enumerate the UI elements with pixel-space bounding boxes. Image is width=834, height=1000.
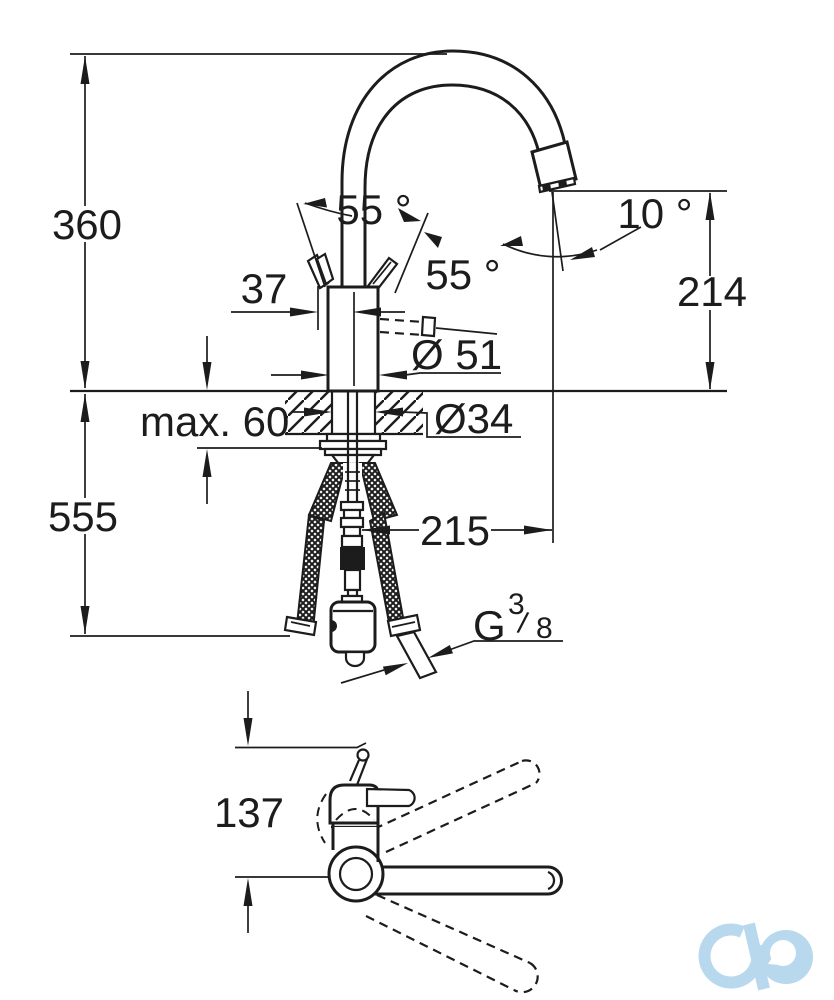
handle-dashed-end <box>420 315 437 338</box>
dim-55-right: 55 ° <box>394 212 501 298</box>
spout-swivel-lower-1 <box>376 893 531 965</box>
handle-stub-right <box>366 256 399 292</box>
dim-label-137: 137 <box>214 789 284 836</box>
aerator-right <box>558 179 567 187</box>
dim-label-215: 215 <box>420 507 490 554</box>
hose-skirt-left <box>307 462 348 523</box>
spout-plan-cap <box>547 865 563 896</box>
spout-arc-inner <box>363 83 541 189</box>
dim-label-37: 37 <box>241 265 288 312</box>
dim-10: 10 ° <box>500 190 727 543</box>
dim-thread: G 3 / 8 <box>340 588 563 684</box>
spout-swivel-lower-2 <box>365 915 515 991</box>
body-dome-hidden <box>335 808 375 821</box>
base-circle-outer <box>327 845 385 903</box>
handle-swing-arc <box>316 793 327 844</box>
spout-arc-outer <box>340 49 567 183</box>
spout-tip <box>530 140 578 191</box>
mounting-hardware <box>318 432 388 466</box>
base-circle-inner <box>338 856 374 892</box>
supply-hoses <box>283 462 438 680</box>
dim-51: Ø 51 <box>271 331 502 380</box>
angle-line-left <box>296 202 326 288</box>
plan-view: 137 <box>214 691 563 994</box>
hose-skirt-right <box>358 462 399 523</box>
dim-55-left: 55 ° <box>296 186 421 288</box>
thread-denominator: 8 <box>536 612 553 645</box>
dim-label-34: Ø34 <box>434 395 513 442</box>
dim-214: 214 <box>676 192 748 390</box>
spout-swivel-upper-cap <box>521 759 541 784</box>
dim-360: 360 <box>50 53 447 389</box>
dim-555: 555 <box>48 394 290 637</box>
dim-label-555: 555 <box>48 493 118 540</box>
hose-left <box>295 513 326 631</box>
dim-215: 215 <box>362 507 552 554</box>
aerator-left <box>542 183 551 191</box>
dim-max60: max. 60 <box>140 336 322 504</box>
front-view <box>70 49 727 680</box>
faucet-body <box>306 49 578 393</box>
handle-stub-left-b <box>315 252 335 286</box>
hose-coupling <box>340 547 365 570</box>
dim-34: Ø34 <box>292 395 521 442</box>
hose-fitting-right <box>386 613 422 638</box>
thread-numerator: 3 <box>508 588 525 621</box>
logo-drop-point <box>768 950 780 965</box>
dim-137: 137 <box>214 691 367 933</box>
spout-plan-cap-inner <box>547 870 556 891</box>
body-front <box>326 285 380 393</box>
lever-tip <box>356 748 370 762</box>
angle-line-right <box>394 212 429 294</box>
dim-label-55-right: 55 ° <box>425 251 500 298</box>
dim-label-51: Ø 51 <box>411 331 502 378</box>
thread-letter: G <box>473 602 506 649</box>
handle-dashed-top <box>379 317 424 324</box>
spout-swivel-upper-1 <box>373 760 523 830</box>
hose-weight <box>329 600 377 654</box>
watermark-logo <box>698 922 813 991</box>
weight-notch <box>331 620 337 632</box>
dim-37: 37 <box>231 265 405 330</box>
dimensions: 360 555 max. 60 37 <box>48 53 748 684</box>
lever-knob <box>365 787 416 808</box>
dim-label-360: 360 <box>52 201 122 248</box>
dim-label-214: 214 <box>677 268 747 315</box>
dim-label-max60: max. 60 <box>140 398 289 445</box>
connection-tube <box>395 630 438 680</box>
spout-swivel-upper-2 <box>385 782 537 853</box>
logo-stem <box>743 922 770 991</box>
handle-dashed-bottom <box>379 330 424 337</box>
weight-cap <box>344 650 366 668</box>
dim-label-10: 10 ° <box>617 190 692 237</box>
spout-swivel-lower-cap <box>513 962 539 994</box>
pullout-hose <box>329 392 377 668</box>
